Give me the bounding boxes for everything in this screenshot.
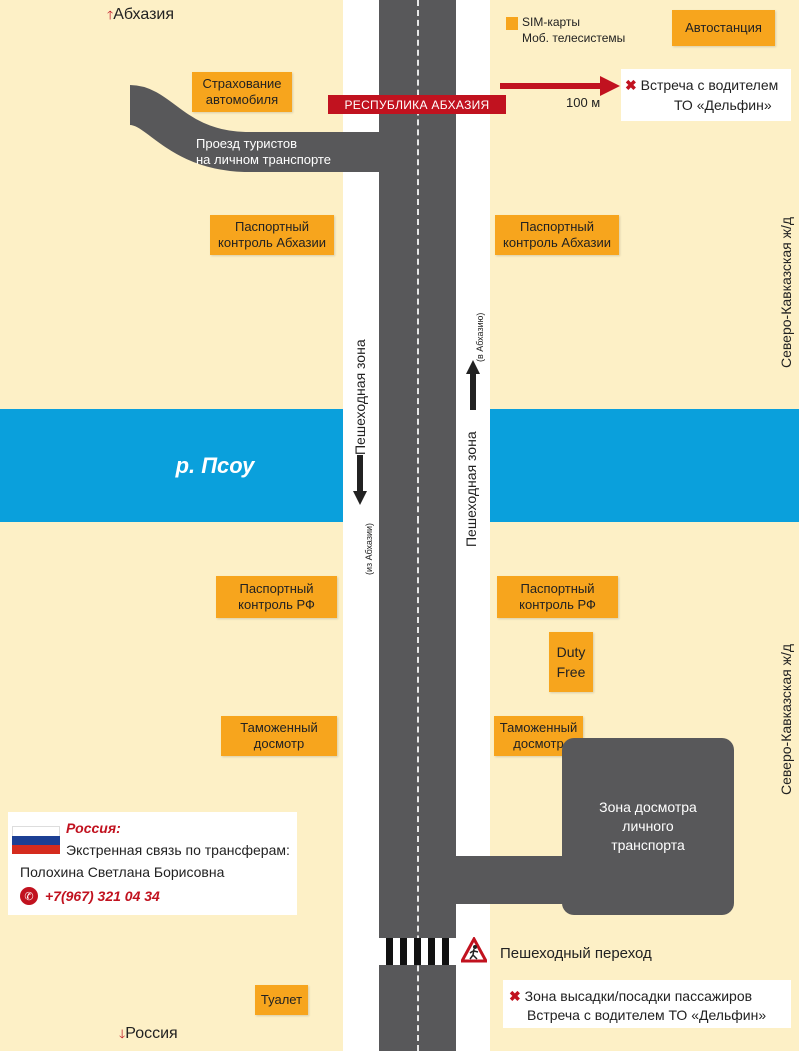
passport-control-abkhazia-right: Паспортный контроль Абхазии xyxy=(495,215,619,255)
pedestrian-zone-right-label: Пешеходная зона xyxy=(463,431,479,547)
cross-marker-icon: ✖ xyxy=(509,988,521,1004)
road-center-line xyxy=(417,0,419,1051)
contact-country: Россия: xyxy=(66,820,121,836)
arrow-up-icon: 🡑 xyxy=(107,8,114,22)
arrow-down-icon xyxy=(353,455,367,505)
russia-flag-icon xyxy=(12,826,60,854)
dropoff-card: ✖ Зона высадки/посадки пассажиров Встреч… xyxy=(503,980,791,1028)
bridge-center-line xyxy=(417,409,419,522)
contact-phone[interactable]: +7(967) 321 04 34 xyxy=(45,888,160,904)
contact-name: Полохина Светлана Борисовна xyxy=(20,864,225,880)
toilet: Туалет xyxy=(255,985,308,1015)
sim-card-marker xyxy=(506,17,518,30)
cross-marker-icon: ✖ xyxy=(625,77,637,93)
meet-driver-line1: ✖ Встреча с водителем xyxy=(625,77,779,93)
abkhazia-direction: 🡑Абхазия xyxy=(107,6,175,23)
customs-left: Таможенный досмотр xyxy=(221,716,337,756)
phone-icon: ✆ xyxy=(20,887,38,905)
crosswalk-label: Пешеходный переход xyxy=(500,945,652,962)
contact-card: Россия: Экстренная связь по трансферам: … xyxy=(8,812,297,915)
pedestrian-warning-icon xyxy=(461,937,487,963)
vehicle-inspection-zone: Зона досмотра личного транспорта xyxy=(562,738,734,915)
distance-label: 100 м xyxy=(566,95,601,110)
from-abkhazia-label: (из Абхазии) xyxy=(364,523,374,575)
contact-title: Экстренная связь по трансферам: xyxy=(66,842,290,858)
arrow-down-icon: 🡓 xyxy=(119,1027,126,1041)
meet-driver-line2: ТО «Дельфин» xyxy=(674,97,772,113)
sidewalk-left xyxy=(343,0,379,1051)
bridge-right-walk xyxy=(456,409,490,522)
tourist-passage-road xyxy=(127,85,379,172)
sim-label-2: Моб. телесистемы xyxy=(522,31,626,45)
passport-control-rf-left: Паспортный контроль РФ xyxy=(216,576,337,618)
arrow-up-icon xyxy=(466,360,480,410)
dropoff-line1: ✖ Зона высадки/посадки пассажиров xyxy=(509,988,753,1004)
pedestrian-zone-left-label: Пешеходная зона xyxy=(352,339,368,455)
meet-driver-card: ✖ Встреча с водителем ТО «Дельфин» xyxy=(621,69,791,121)
dropoff-line2: Встреча с водителем ТО «Дельфин» xyxy=(527,1007,767,1023)
crosswalk xyxy=(379,938,456,965)
passport-control-rf-right: Паспортный контроль РФ xyxy=(497,576,618,618)
passport-control-abkhazia-left: Паспортный контроль Абхазии xyxy=(210,215,334,255)
russia-direction: 🡓Россия xyxy=(119,1025,178,1042)
bus-station: Автостанция xyxy=(672,10,775,46)
tourist-passage-label: Проезд туристов на личном транспорте xyxy=(196,136,331,167)
to-abkhazia-label: (в Абхазию) xyxy=(475,312,485,362)
republic-banner: РЕСПУБЛИКА АБХАЗИЯ xyxy=(328,95,506,114)
duty-free: Duty Free xyxy=(549,632,593,692)
river-label: р. Псоу xyxy=(175,452,255,478)
railway-label-bottom: Северо-Кавказская ж/д xyxy=(778,643,794,795)
vehicle-branch-road xyxy=(456,856,566,904)
railway-label-top: Северо-Кавказская ж/д xyxy=(778,216,794,368)
car-insurance: Страхование автомобиля xyxy=(192,72,292,112)
arrow-right-icon xyxy=(500,76,620,96)
sim-label-1: SIM-карты xyxy=(522,15,581,29)
